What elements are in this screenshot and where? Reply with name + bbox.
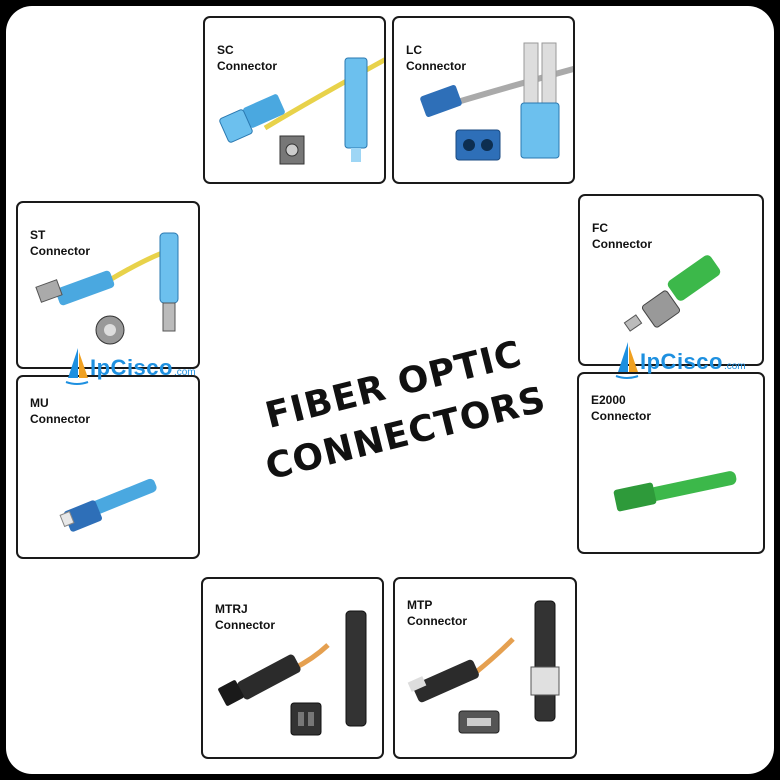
fc-connector-label: FC Connector <box>592 221 652 251</box>
e2000-connector-image <box>613 471 737 512</box>
watermark-domain: .com <box>723 360 746 372</box>
fc-connector-image <box>623 255 721 332</box>
e2000-connector-label: E2000 Connector <box>591 393 651 423</box>
st-connector-image <box>35 232 179 345</box>
sailboat-logo-icon <box>615 342 639 379</box>
sailboat-logo-icon <box>65 348 89 385</box>
mtrj-connector-label: MTRJ Connector <box>215 602 275 632</box>
watermark-brand: IpCisco <box>90 355 173 380</box>
card-sc-connector: SC Connector <box>203 16 386 184</box>
st-connector-label: ST Connector <box>30 228 90 258</box>
watermark-left: IpCisco .com <box>64 346 196 390</box>
card-e2000-connector: E2000 Connector <box>577 372 765 554</box>
mtrj-connector-image <box>218 610 367 736</box>
watermark-brand: IpCisco <box>640 349 723 374</box>
sc-connector-image <box>219 57 384 165</box>
lc-connector-image <box>420 42 573 161</box>
lc-connector-label: LC Connector <box>406 43 466 73</box>
card-fc-connector: FC Connector <box>578 194 764 366</box>
mtp-connector-label: MTP Connector <box>407 598 467 628</box>
card-lc-connector: LC Connector <box>392 16 575 184</box>
watermark-right: IpCisco .com <box>614 340 746 384</box>
card-mtp-connector: MTP Connector <box>393 577 577 759</box>
card-mtrj-connector: MTRJ Connector <box>201 577 384 759</box>
mtp-connector-image <box>407 600 560 734</box>
card-st-connector: ST Connector <box>16 201 200 369</box>
card-mu-connector: MU Connector <box>16 375 200 559</box>
watermark-domain: .com <box>173 366 196 378</box>
sc-connector-label: SC Connector <box>217 43 277 73</box>
mu-connector-image <box>59 478 157 532</box>
mu-connector-label: MU Connector <box>30 396 90 426</box>
